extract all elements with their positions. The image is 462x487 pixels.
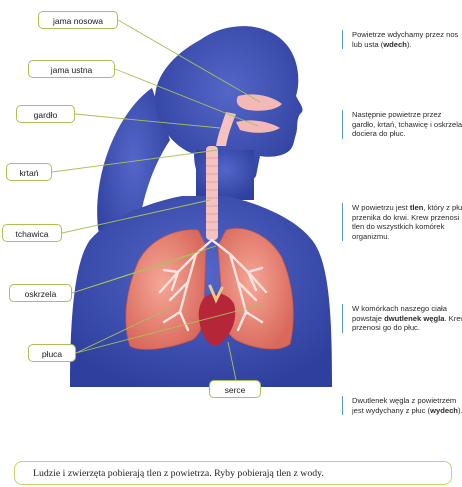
label-oskrzela: oskrzela — [9, 284, 72, 302]
footer-caption: Ludzie i zwierzęta pobierają tlen z powi… — [14, 461, 452, 485]
trachea — [206, 146, 218, 240]
note-carbon-dioxide: W komórkach naszego ciała powstaje dwutl… — [342, 304, 462, 333]
label-jama-ustna: jama ustna — [28, 60, 115, 78]
note-airway-path: Następnie powietrze przez gardło, krtań,… — [342, 110, 462, 139]
note-oxygen: W powietrzu jest tlen, który z płuc prze… — [342, 203, 462, 241]
label-gardlo: gardło — [16, 105, 75, 123]
body-silhouette — [70, 26, 332, 387]
note-exhale: Dwutlenek węgla z powietrzem jest wydych… — [342, 396, 462, 415]
label-pluca: płuca — [28, 344, 76, 362]
label-jama-nosowa: jama nosowa — [38, 11, 118, 29]
neck — [196, 150, 254, 200]
note-inhale: Powietrze wdychamy przez nos lub usta (w… — [342, 30, 462, 49]
label-serce: serce — [209, 380, 261, 398]
label-krtan: krtań — [6, 163, 52, 181]
label-tchawica: tchawica — [2, 224, 62, 242]
